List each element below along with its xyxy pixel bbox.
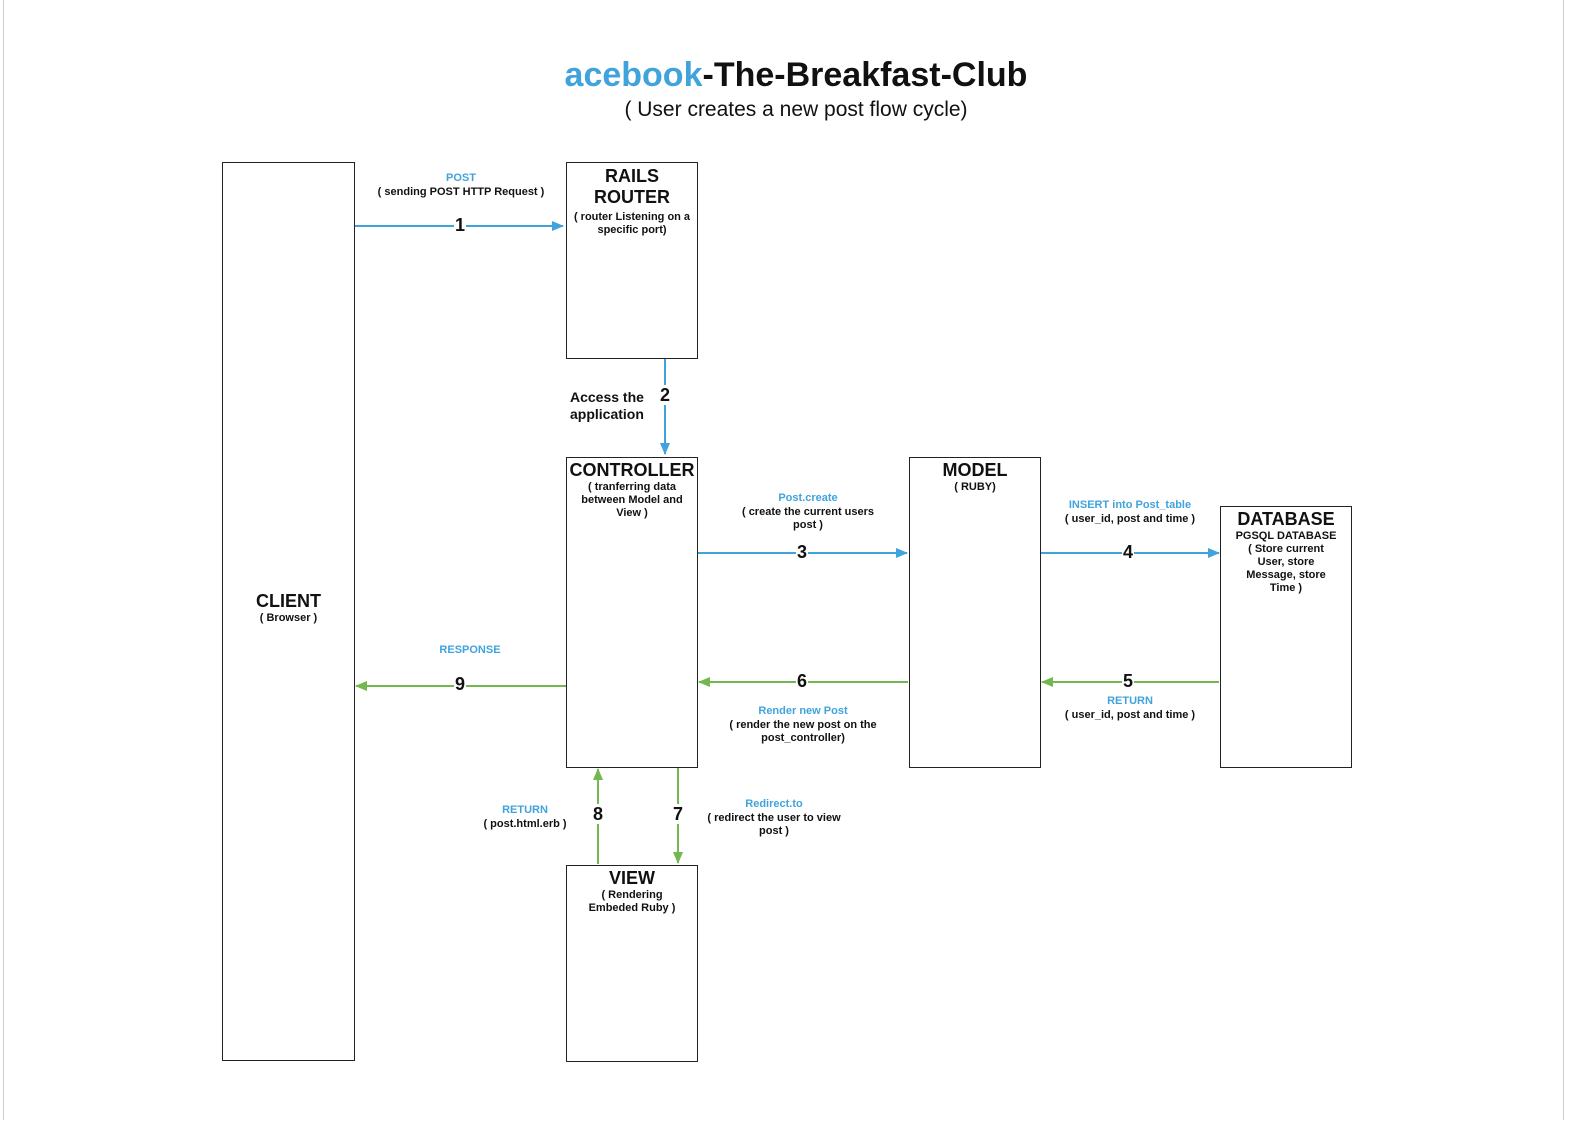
- step-7-desc: ( redirect the user to view post ): [707, 812, 841, 837]
- model-subtitle: ( RUBY): [954, 481, 996, 493]
- step-4-number: 4: [1122, 542, 1135, 562]
- database-subtitle-2: ( Store current User, store Message, sto…: [1246, 543, 1326, 594]
- step-9-number: 9: [454, 674, 467, 694]
- step-6-desc: ( render the new post on the post_contro…: [729, 719, 877, 744]
- title-brand: acebook: [564, 56, 703, 94]
- view-subtitle: ( Rendering Embeded Ruby ): [588, 889, 676, 914]
- client-box: CLIENT ( Browser ): [222, 162, 355, 1061]
- step-1-desc: ( sending POST HTTP Request ): [377, 186, 545, 198]
- step-7-number: 7: [672, 804, 685, 824]
- router-subtitle: ( router Listening on a specific port): [573, 211, 691, 236]
- view-box: VIEW ( Rendering Embeded Ruby ): [566, 865, 698, 1062]
- model-box: MODEL ( RUBY): [909, 457, 1041, 768]
- step-8-desc: ( post.html.erb ): [483, 818, 567, 830]
- step-3-number: 3: [796, 542, 809, 562]
- client-subtitle: ( Browser ): [259, 612, 318, 624]
- step-8-label: RETURN: [502, 804, 548, 816]
- step-1-number: 1: [454, 215, 467, 235]
- database-title: DATABASE: [1237, 509, 1335, 529]
- step-3-desc: ( create the current users post ): [741, 506, 875, 531]
- controller-box: CONTROLLER ( tranferring data between Mo…: [566, 457, 698, 768]
- step-7-label: Redirect.to: [745, 798, 803, 810]
- database-subtitle-1: PGSQL DATABASE: [1235, 530, 1337, 542]
- router-box: RAILS ROUTER ( router Listening on a spe…: [566, 162, 698, 359]
- step-6-label: Render new Post: [758, 705, 848, 717]
- client-title: CLIENT: [256, 591, 321, 611]
- diagram-subtitle: ( User creates a new post flow cycle): [624, 98, 968, 121]
- controller-subtitle: ( tranferring data between Model and Vie…: [581, 481, 683, 519]
- title-rest: -The-Breakfast-Club: [702, 56, 1028, 94]
- diagram-title: acebook-The-Breakfast-Club: [10, 56, 1572, 95]
- step-9-label: RESPONSE: [439, 644, 501, 656]
- step-2-label: Access the application: [570, 389, 644, 422]
- step-2-number: 2: [659, 385, 672, 405]
- page-frame: [3, 0, 1564, 1120]
- step-5-label: RETURN: [1107, 695, 1153, 707]
- step-5-number: 5: [1122, 671, 1135, 691]
- step-5-desc: ( user_id, post and time ): [1064, 709, 1196, 721]
- router-title: RAILS ROUTER: [594, 166, 670, 207]
- step-8-number: 8: [592, 804, 605, 824]
- controller-title: CONTROLLER: [569, 460, 695, 480]
- step-4-label: INSERT into Post_table: [1068, 499, 1192, 511]
- step-6-number: 6: [796, 671, 809, 691]
- step-1-label: POST: [446, 172, 476, 184]
- database-box: DATABASE PGSQL DATABASE ( Store current …: [1220, 506, 1352, 768]
- model-title: MODEL: [942, 460, 1008, 480]
- step-3-label: Post.create: [778, 492, 838, 504]
- view-title: VIEW: [608, 868, 655, 888]
- step-4-desc: ( user_id, post and time ): [1064, 513, 1196, 525]
